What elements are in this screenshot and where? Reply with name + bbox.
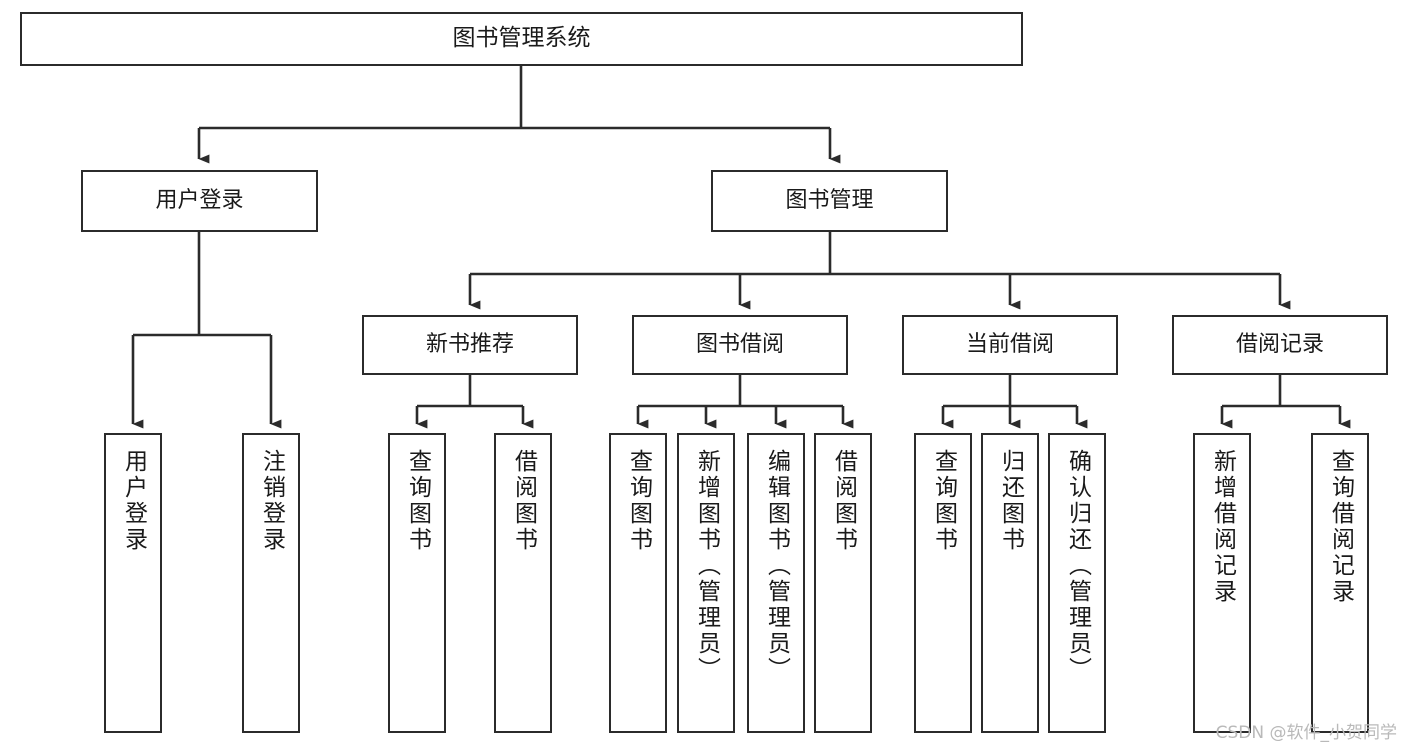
leaf-label: 注销登录: [258, 449, 285, 553]
leaf-label: 编辑图书（管理员）: [763, 449, 790, 683]
leaf-record-query-record[interactable]: 查询借阅记录: [1311, 433, 1369, 733]
node-current-borrow[interactable]: 当前借阅: [902, 315, 1118, 375]
watermark: CSDN @软件_小贺同学: [1215, 723, 1397, 743]
leaf-borrow-query-book[interactable]: 查询图书: [609, 433, 667, 733]
node-book-management-label: 图书管理: [785, 187, 874, 213]
node-borrow-record-label: 借阅记录: [1235, 331, 1324, 357]
leaf-record-add-record[interactable]: 新增借阅记录: [1193, 433, 1251, 733]
node-root[interactable]: 图书管理系统: [20, 12, 1023, 66]
leaf-label: 借阅图书: [830, 449, 857, 553]
node-borrow-record[interactable]: 借阅记录: [1172, 315, 1388, 375]
leaf-borrow-add-book[interactable]: 新增图书（管理员）: [677, 433, 735, 733]
node-user-login-label: 用户登录: [155, 187, 244, 213]
node-book-borrow-label: 图书借阅: [695, 331, 784, 357]
node-new-book-recommend[interactable]: 新书推荐: [362, 315, 578, 375]
leaf-label: 新增图书（管理员）: [693, 449, 720, 683]
leaf-label: 查询图书: [930, 449, 957, 553]
leaf-label: 确认归还（管理员）: [1064, 449, 1091, 683]
node-book-management[interactable]: 图书管理: [711, 170, 948, 232]
leaf-label: 借阅图书: [510, 449, 537, 553]
leaf-borrow-edit-book[interactable]: 编辑图书（管理员）: [747, 433, 805, 733]
leaf-user-login-login[interactable]: 用户登录: [104, 433, 162, 733]
node-current-borrow-label: 当前借阅: [965, 331, 1054, 357]
leaf-borrow-borrow-book[interactable]: 借阅图书: [814, 433, 872, 733]
leaf-label: 查询图书: [625, 449, 652, 553]
node-user-login[interactable]: 用户登录: [81, 170, 318, 232]
leaf-label: 用户登录: [120, 449, 147, 553]
leaf-current-confirm-return[interactable]: 确认归还（管理员）: [1048, 433, 1106, 733]
leaf-recommend-query-book[interactable]: 查询图书: [388, 433, 446, 733]
leaf-user-login-logout[interactable]: 注销登录: [242, 433, 300, 733]
leaf-label: 查询图书: [404, 449, 431, 553]
node-new-book-recommend-label: 新书推荐: [425, 331, 514, 357]
leaf-label: 归还图书: [997, 449, 1024, 553]
leaf-current-query-book[interactable]: 查询图书: [914, 433, 972, 733]
leaf-current-return-book[interactable]: 归还图书: [981, 433, 1039, 733]
node-book-borrow[interactable]: 图书借阅: [632, 315, 848, 375]
leaf-label: 查询借阅记录: [1327, 449, 1354, 605]
node-root-label: 图书管理系统: [452, 25, 591, 52]
leaf-recommend-borrow-book[interactable]: 借阅图书: [494, 433, 552, 733]
leaf-label: 新增借阅记录: [1209, 449, 1236, 605]
